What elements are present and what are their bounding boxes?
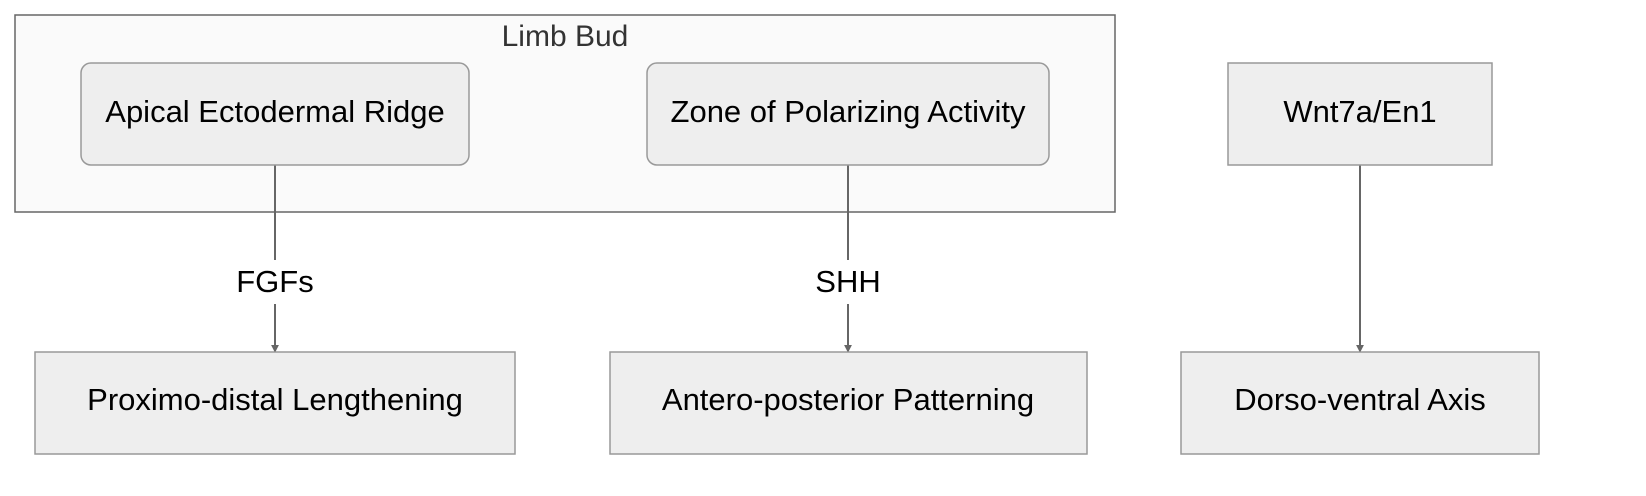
node-wnt7a-en1-box[interactable] — [1227, 62, 1493, 166]
node-dorso-ventral-axis-label: Dorso-ventral Axis — [1234, 382, 1486, 417]
node-proximo-distal-lengthening[interactable]: Proximo-distal Lengthening — [34, 351, 516, 455]
edge-zpa-to-ap: SHH — [808, 165, 888, 353]
edge-label-fgfs: FGFs — [236, 264, 314, 299]
edge-label-shh: SHH — [815, 264, 880, 299]
edge-zpa-to-ap-label-bg — [808, 260, 888, 304]
node-apical-ectodermal-ridge-box[interactable] — [80, 62, 470, 166]
cluster-limb-bud-label: Limb Bud — [502, 20, 629, 53]
node-zone-of-polarizing-activity-box[interactable] — [646, 62, 1050, 166]
node-antero-posterior-patterning[interactable]: Antero-posterior Patterning — [609, 351, 1088, 455]
node-wnt7a-en1-label: Wnt7a/En1 — [1283, 94, 1436, 129]
node-apical-ectodermal-ridge[interactable]: Apical Ectodermal Ridge — [80, 62, 470, 166]
node-antero-posterior-patterning-label: Antero-posterior Patterning — [662, 382, 1034, 417]
edge-aer-to-pd-label-bg — [232, 260, 318, 304]
node-zone-of-polarizing-activity[interactable]: Zone of Polarizing Activity — [646, 62, 1050, 166]
node-proximo-distal-lengthening-box[interactable] — [34, 351, 516, 455]
node-wnt7a-en1[interactable]: Wnt7a/En1 — [1227, 62, 1493, 166]
node-antero-posterior-patterning-box[interactable] — [609, 351, 1088, 455]
node-zone-of-polarizing-activity-label: Zone of Polarizing Activity — [671, 94, 1026, 129]
edge-aer-to-pd: FGFs — [232, 165, 318, 353]
node-apical-ectodermal-ridge-label: Apical Ectodermal Ridge — [105, 94, 444, 129]
node-proximo-distal-lengthening-label: Proximo-distal Lengthening — [87, 382, 463, 417]
node-dorso-ventral-axis[interactable]: Dorso-ventral Axis — [1180, 351, 1540, 455]
node-dorso-ventral-axis-box[interactable] — [1180, 351, 1540, 455]
